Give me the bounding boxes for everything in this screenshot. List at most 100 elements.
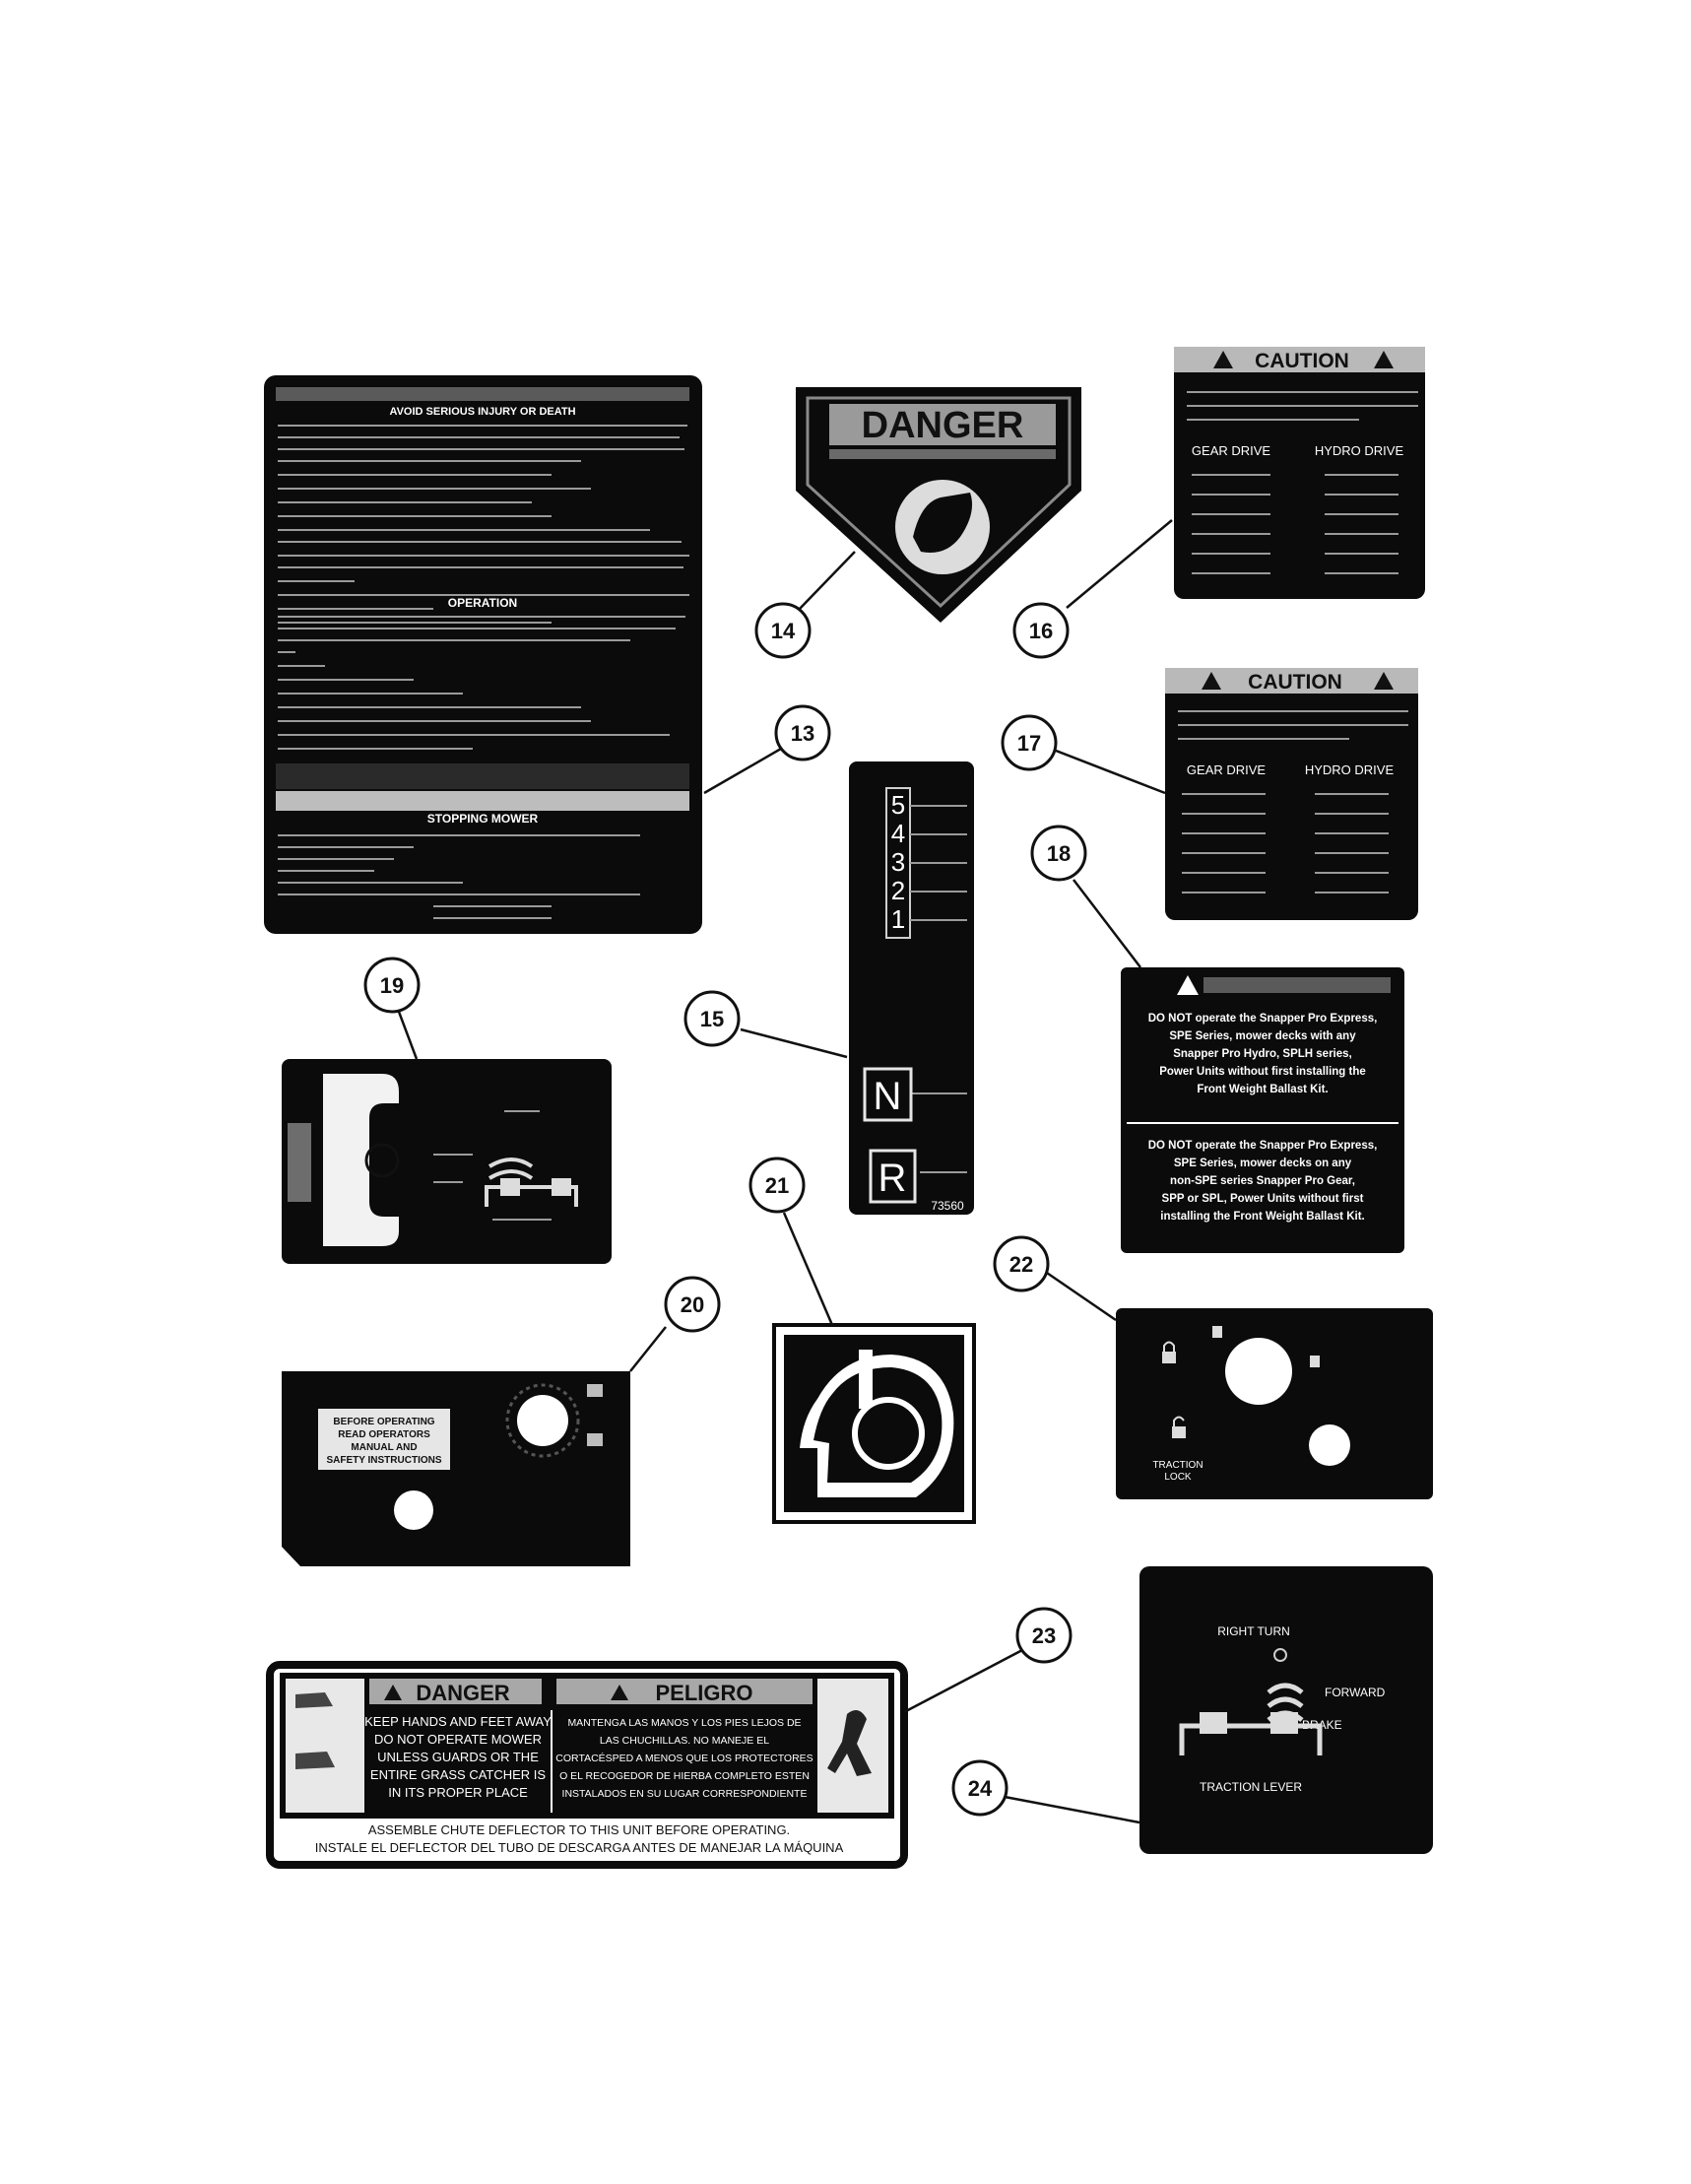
ear-muff-icon — [852, 1397, 925, 1470]
decal-18-panel — [1121, 967, 1404, 1253]
decal-16-table-lines — [1192, 474, 1398, 574]
callouts: 13 14 15 16 17 18 19 20 21 22 23 — [363, 602, 1087, 1817]
decal-18-top-line-2: SPE Series, mower decks with any — [1169, 1030, 1356, 1042]
decal-18-top-line-5: Front Weight Ballast Kit. — [1197, 1084, 1328, 1095]
decal-15-gear-shift: 5 4 3 2 1 N R 73560 — [849, 761, 974, 1215]
decal-16-caution-title: CAUTION — [1255, 350, 1349, 372]
decal-21-hearing-protection — [772, 1323, 976, 1524]
decal-13-text-lines-2 — [278, 616, 685, 750]
decal-24-right-turn: RIGHT TURN — [1217, 1624, 1290, 1638]
callout-18-label: 18 — [1047, 841, 1071, 866]
indicator-icon-22a — [1212, 1326, 1222, 1338]
decal-15-part-number: 73560 — [931, 1199, 964, 1213]
mount-hole — [394, 1490, 433, 1530]
decal-24-forward: FORWARD — [1325, 1686, 1386, 1699]
decal-18-bottom-line-4: SPP or SPL, Power Units without first — [1162, 1193, 1364, 1205]
gear-1-label: 1 — [891, 904, 905, 934]
callout-17: 17 — [1001, 714, 1058, 771]
callout-16: 16 — [1012, 602, 1070, 659]
decal-23-es-line-2: LAS CHUCHILLAS. NO MANEJE EL — [600, 1735, 769, 1747]
decal-20-line-2: READ OPERATORS — [338, 1429, 430, 1440]
decal-18-top-line-1: DO NOT operate the Snapper Pro Express, — [1148, 1013, 1378, 1025]
decal-13-heading: AVOID SERIOUS INJURY OR DEATH — [389, 406, 575, 418]
gear-2-label: 2 — [891, 876, 905, 905]
decal-24-panel — [1139, 1566, 1433, 1854]
callout-21: 21 — [748, 1157, 806, 1214]
decal-23-danger-word: DANGER — [416, 1681, 509, 1705]
unlock-icon — [1172, 1416, 1186, 1438]
neutral-label: N — [874, 1075, 902, 1118]
decal-17-hydro-drive-label: HYDRO DRIVE — [1305, 762, 1395, 777]
indicator-icon-2 — [587, 1433, 603, 1446]
decal-23-es-line-1: MANTENGA LAS MANOS Y LOS PIES LEJOS DE — [567, 1717, 801, 1729]
decal-18-top-line-3: Snapper Pro Hydro, SPLH series, — [1173, 1048, 1352, 1060]
decal-23-en-line-1: KEEP HANDS AND FEET AWAY — [364, 1714, 552, 1729]
decal-19-key-switch — [282, 1059, 612, 1264]
callout-21-label: 21 — [765, 1173, 789, 1198]
decal-23-es-line-5: INSTALADOS EN SU LUGAR CORRESPONDIENTE — [562, 1788, 808, 1800]
decal-16-gear-drive-label: GEAR DRIVE — [1192, 443, 1271, 458]
ignition-hole — [517, 1395, 568, 1446]
decal-19-dots — [288, 1123, 311, 1202]
callout-15: 15 — [683, 990, 741, 1047]
callout-23: 23 — [1015, 1607, 1073, 1664]
decal-15-gear-lines — [910, 805, 967, 1173]
callout-19: 19 — [363, 957, 421, 1014]
turn-arrow-icon — [1273, 1648, 1287, 1662]
callout-17-label: 17 — [1017, 731, 1041, 756]
decal-16-panel — [1174, 347, 1425, 599]
decal-13-panel — [264, 375, 702, 934]
decal-23-peligro-word: PELIGRO — [655, 1681, 752, 1705]
decal-23-en-line-4: ENTIRE GRASS CATCHER IS — [370, 1767, 547, 1782]
decal-23-spanish-text: MANTENGA LAS MANOS Y LOS PIES LEJOS DE L… — [555, 1717, 813, 1800]
decal-13-safety-instructions: AVOID SERIOUS INJURY OR DEATH OPERATION … — [264, 375, 702, 934]
callout-24: 24 — [951, 1759, 1008, 1817]
leader-lines — [397, 519, 1173, 1824]
decal-17-text-lines — [1178, 710, 1408, 740]
decal-18-top-line-4: Power Units without first installing the — [1159, 1066, 1366, 1078]
decal-22-panel — [1116, 1308, 1433, 1499]
decal-16-text-lines — [1187, 391, 1418, 421]
key-hole-icon — [364, 1143, 400, 1178]
callout-20-label: 20 — [681, 1292, 704, 1317]
callout-16-label: 16 — [1029, 619, 1053, 643]
decal-20-before-operating: BEFORE OPERATING READ OPERATORS MANUAL A… — [282, 1371, 630, 1566]
indicator-icon-22b — [1310, 1356, 1320, 1367]
decal-17-panel — [1165, 668, 1418, 920]
decal-23-en-line-3: UNLESS GUARDS OR THE — [377, 1750, 539, 1764]
callout-20: 20 — [664, 1276, 721, 1333]
mount-hole-22 — [1309, 1424, 1350, 1466]
gear-4-label: 4 — [891, 819, 905, 848]
decal-23-es-line-3: CORTACÉSPED A MENOS QUE LOS PROTECTORES — [555, 1752, 813, 1764]
callout-22-label: 22 — [1009, 1252, 1033, 1277]
decal-23-en-line-2: DO NOT OPERATE MOWER — [374, 1732, 542, 1747]
decal-17-table-lines — [1182, 793, 1389, 893]
decal-13-text-lines-1 — [278, 425, 689, 624]
decal-18-bottom-line-2: SPE Series, mower decks on any — [1174, 1158, 1352, 1169]
decal-20-line-4: SAFETY INSTRUCTIONS — [326, 1455, 441, 1466]
decal-18-bottom-line-3: non-SPE series Snapper Pro Gear, — [1170, 1175, 1355, 1187]
decal-18-bottom-text: DO NOT operate the Snapper Pro Express, … — [1148, 1140, 1378, 1223]
callout-23-label: 23 — [1032, 1623, 1056, 1648]
decal-22-traction-label: TRACTION — [1152, 1460, 1203, 1471]
decal-18-top-text: DO NOT operate the Snapper Pro Express, … — [1148, 1013, 1378, 1095]
decal-24-traction-lever: RIGHT TURN FORWARD BRAKE TRACTION LEVER — [1139, 1566, 1433, 1854]
gear-3-label: 3 — [891, 847, 905, 877]
decal-18-bottom-line-1: DO NOT operate the Snapper Pro Express, — [1148, 1140, 1378, 1152]
callout-22: 22 — [993, 1235, 1050, 1292]
decal-23-footer-en: ASSEMBLE CHUTE DEFLECTOR TO THIS UNIT BE… — [368, 1822, 790, 1837]
decal-20-line-3: MANUAL AND — [351, 1442, 417, 1453]
decal-15-gear-numbers: 5 4 3 2 1 — [891, 790, 905, 934]
decal-13-stopping-heading: STOPPING MOWER — [427, 812, 539, 826]
decal-23-danger-peligro: DANGER PELIGRO KEEP HANDS AND FEET AWAY … — [266, 1661, 908, 1869]
callout-24-label: 24 — [968, 1776, 993, 1801]
decal-14-word-band — [829, 404, 1056, 445]
decal-14-danger-hand: DANGER — [796, 387, 1081, 623]
callout-13-label: 13 — [791, 721, 814, 746]
control-hole — [1225, 1338, 1292, 1405]
indicator-icon-1 — [587, 1384, 603, 1397]
callout-13: 13 — [774, 704, 831, 761]
decal-16-caution: CAUTION GEAR DRIVE HYDRO DRIVE — [1174, 347, 1425, 599]
decal-17-gear-drive-label: GEAR DRIVE — [1187, 762, 1267, 777]
